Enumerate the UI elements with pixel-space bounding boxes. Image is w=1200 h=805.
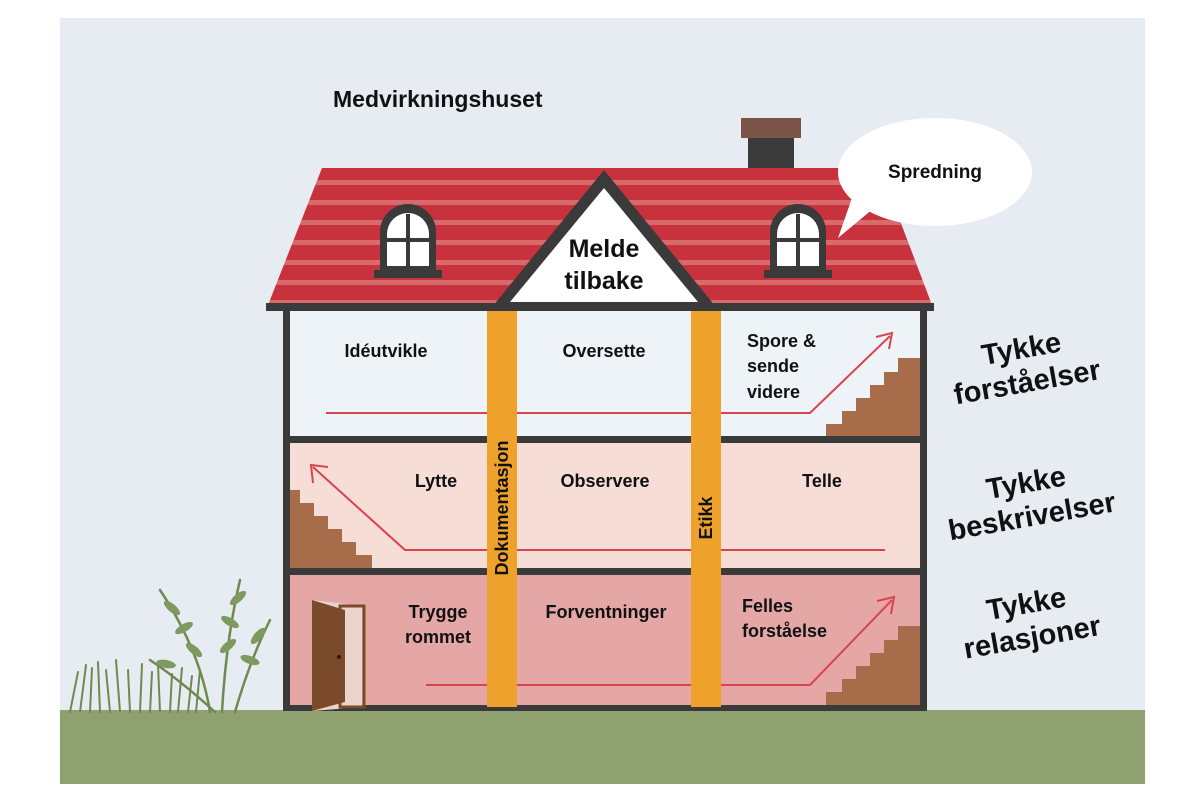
- speech-bubble: [838, 118, 1032, 238]
- room-label: rommet: [405, 627, 471, 647]
- chimney-icon: [741, 118, 801, 170]
- pillar-label-right: Etikk: [696, 496, 716, 540]
- pillar-right: [691, 311, 721, 707]
- plant-icon: [69, 659, 201, 713]
- room-label: Forventninger: [545, 602, 666, 622]
- stairs-icon: [290, 490, 372, 568]
- arrow-bottom-floor: [426, 595, 896, 686]
- pillar-label-left: Dokumentasjon: [492, 440, 512, 575]
- stairs-icon: [826, 358, 920, 436]
- plant-leaves: [156, 590, 266, 669]
- floor-middle: [290, 442, 920, 569]
- pillar-left: [487, 311, 517, 707]
- door-icon: [312, 600, 366, 711]
- eave: [266, 303, 934, 311]
- room-label: videre: [747, 382, 800, 402]
- room-label: Observere: [560, 471, 649, 491]
- room-label: Trygge: [408, 602, 467, 622]
- window-icon: [374, 204, 442, 278]
- arrow-middle-floor: [309, 463, 885, 551]
- room-label: Telle: [802, 471, 842, 491]
- gable-inner: [510, 188, 698, 302]
- room-label: forståelse: [742, 621, 827, 641]
- room-label: Oversette: [562, 341, 645, 361]
- roof-label-line-1: Melde: [569, 235, 640, 263]
- room-label: Felles: [742, 596, 793, 616]
- window-icon: [764, 204, 832, 278]
- room-label: Lytte: [415, 471, 457, 491]
- room-label: sende: [747, 356, 799, 376]
- speech-bubble-text: Spredning: [888, 162, 982, 183]
- base-line: [283, 705, 927, 711]
- floor-divider: [285, 568, 925, 575]
- wall-left: [283, 305, 290, 710]
- room-label: Spore &: [747, 331, 816, 351]
- floor-divider: [285, 436, 925, 443]
- roof-label-line-2: tilbake: [564, 267, 643, 295]
- diagram-title: Medvirkningshuset: [333, 86, 543, 112]
- stairs-icon: [826, 626, 920, 705]
- wall-right: [920, 305, 927, 710]
- ground: [60, 710, 1145, 784]
- floor-top: [290, 311, 920, 437]
- room-label: Idéutvikle: [344, 341, 427, 361]
